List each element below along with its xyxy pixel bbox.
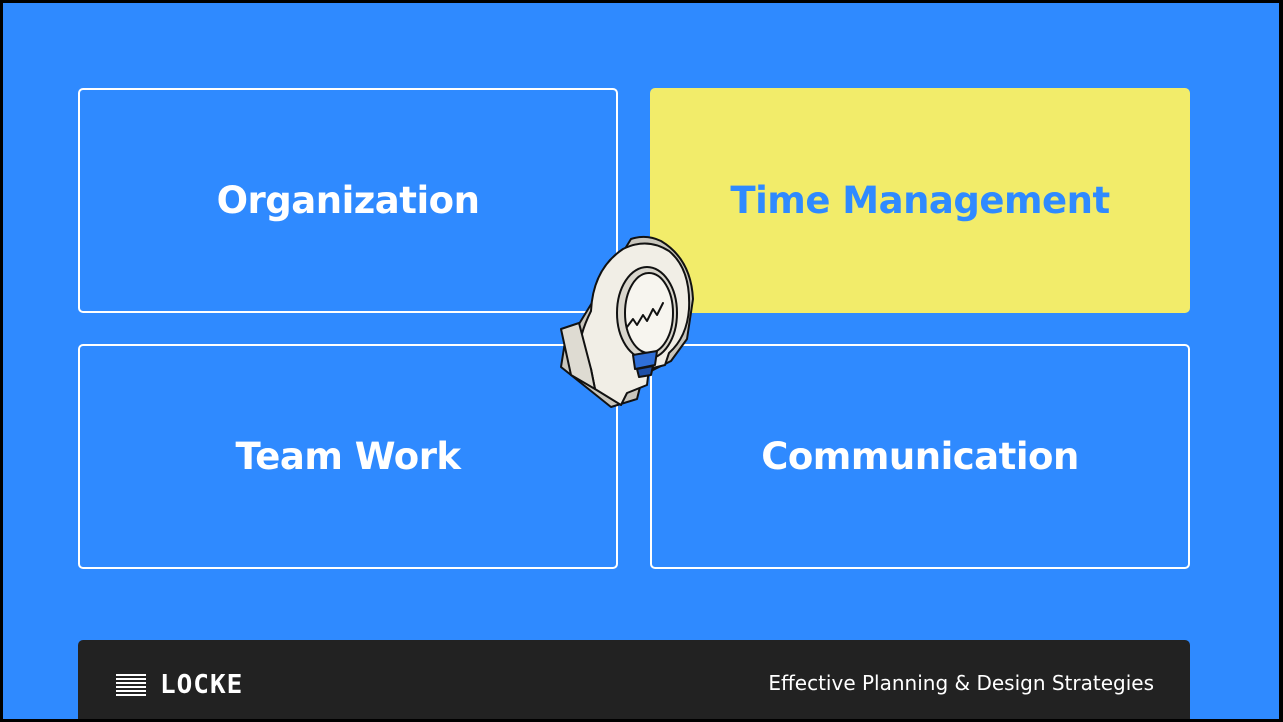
head-lightbulb-icon — [560, 235, 694, 408]
menu-lines-icon — [116, 674, 146, 696]
brand-logo: LOCKE — [116, 670, 243, 700]
slide: Organization Time Management Team Work C… — [3, 3, 1279, 719]
brand-name: LOCKE — [160, 670, 244, 700]
card-communication: Communication — [650, 344, 1190, 569]
card-time-management-label: Time Management — [730, 179, 1110, 222]
card-time-management: Time Management — [650, 88, 1190, 313]
footer-tagline: Effective Planning & Design Strategies — [768, 671, 1154, 695]
card-organization: Organization — [78, 88, 618, 313]
card-communication-label: Communication — [761, 435, 1079, 478]
card-team-work-label: Team Work — [235, 435, 461, 478]
card-organization-label: Organization — [216, 179, 480, 222]
card-team-work: Team Work — [78, 344, 618, 569]
footer-bar: LOCKE Effective Planning & Design Strate… — [78, 640, 1190, 719]
